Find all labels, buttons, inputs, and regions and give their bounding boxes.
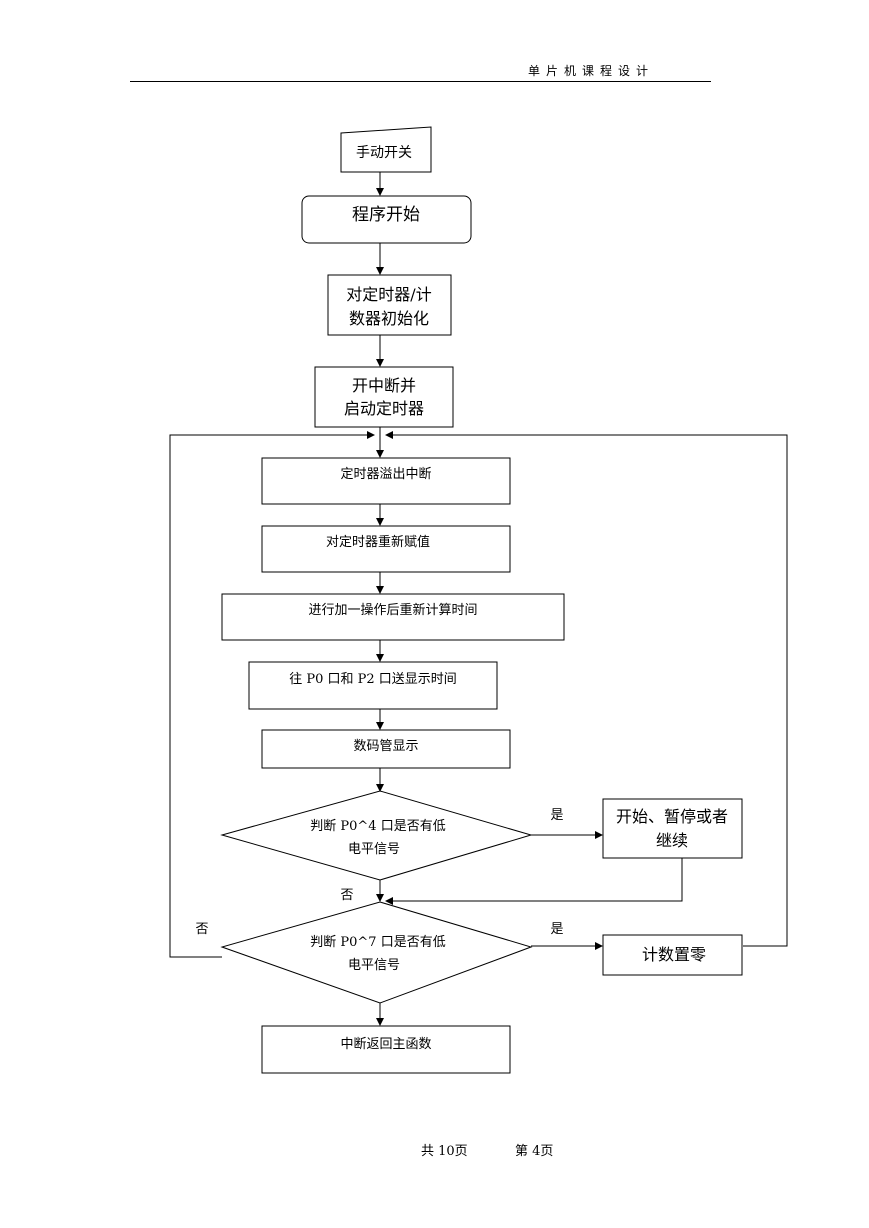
check-p07-decision: 判断 P0^7 口是否有低 电平信号 [220, 901, 533, 1004]
init-timer-node: 对定时器/计 数器初始化 [327, 274, 452, 336]
manual-switch-node: 手动开关 [340, 126, 432, 173]
reload-timer-label: 对定时器重新赋值 [326, 534, 430, 550]
start-pause-node: 开始、暂停或者 继续 [602, 798, 743, 859]
display-label: 数码管显示 [353, 739, 418, 754]
display-node: 数码管显示 [261, 729, 511, 769]
arrow-start-pause-return [385, 858, 683, 905]
interrupt-return-label: 中断返回主函数 [340, 1037, 431, 1052]
init-timer-line2: 数器初始化 [349, 309, 429, 328]
check-p04-line2: 电平信号 [348, 842, 400, 857]
reset-count-node: 计数置零 [602, 934, 743, 976]
p04-yes-label: 是 [550, 808, 563, 823]
footer-current-page: 第 4页 [515, 1144, 554, 1159]
p04-no-label: 否 [340, 888, 353, 903]
send-ports-label: 往 P0 口和 P2 口送显示时间 [289, 672, 457, 687]
send-ports-node: 往 P0 口和 P2 口送显示时间 [248, 661, 498, 710]
header-title: 单片机课程设计 [528, 64, 655, 78]
manual-switch-label: 手动开关 [356, 145, 412, 161]
interrupt-return-node: 中断返回主函数 [261, 1025, 511, 1074]
loop-back-left [169, 431, 375, 958]
init-timer-line1: 对定时器/计 [346, 285, 431, 304]
p07-yes-label: 是 [550, 922, 563, 937]
increment-node: 进行加一操作后重新计算时间 [221, 593, 565, 641]
header-rule [130, 81, 711, 82]
footer-total-pages: 共 10页 [421, 1144, 468, 1159]
program-start-node: 程序开始 [301, 195, 472, 244]
p07-no-label: 否 [195, 922, 208, 937]
enable-interrupt-node: 开中断并 启动定时器 [314, 366, 454, 428]
loop-back-right [385, 431, 788, 947]
start-pause-line1: 开始、暂停或者 [616, 807, 728, 826]
check-p07-line2: 电平信号 [348, 958, 400, 973]
enable-interrupt-line1: 开中断并 [352, 376, 416, 395]
start-pause-line2: 继续 [656, 831, 688, 850]
timer-overflow-node: 定时器溢出中断 [261, 457, 511, 505]
check-p07-line1: 判断 P0^7 口是否有低 [310, 935, 445, 950]
timer-overflow-label: 定时器溢出中断 [340, 467, 431, 482]
enable-interrupt-line2: 启动定时器 [344, 399, 424, 418]
reset-count-label: 计数置零 [642, 945, 706, 964]
reload-timer-node: 对定时器重新赋值 [261, 525, 511, 573]
check-p04-line1: 判断 P0^4 口是否有低 [310, 819, 445, 834]
check-p04-decision: 判断 P0^4 口是否有低 电平信号 [220, 790, 533, 881]
program-start-label: 程序开始 [352, 205, 420, 225]
increment-label: 进行加一操作后重新计算时间 [308, 602, 477, 618]
